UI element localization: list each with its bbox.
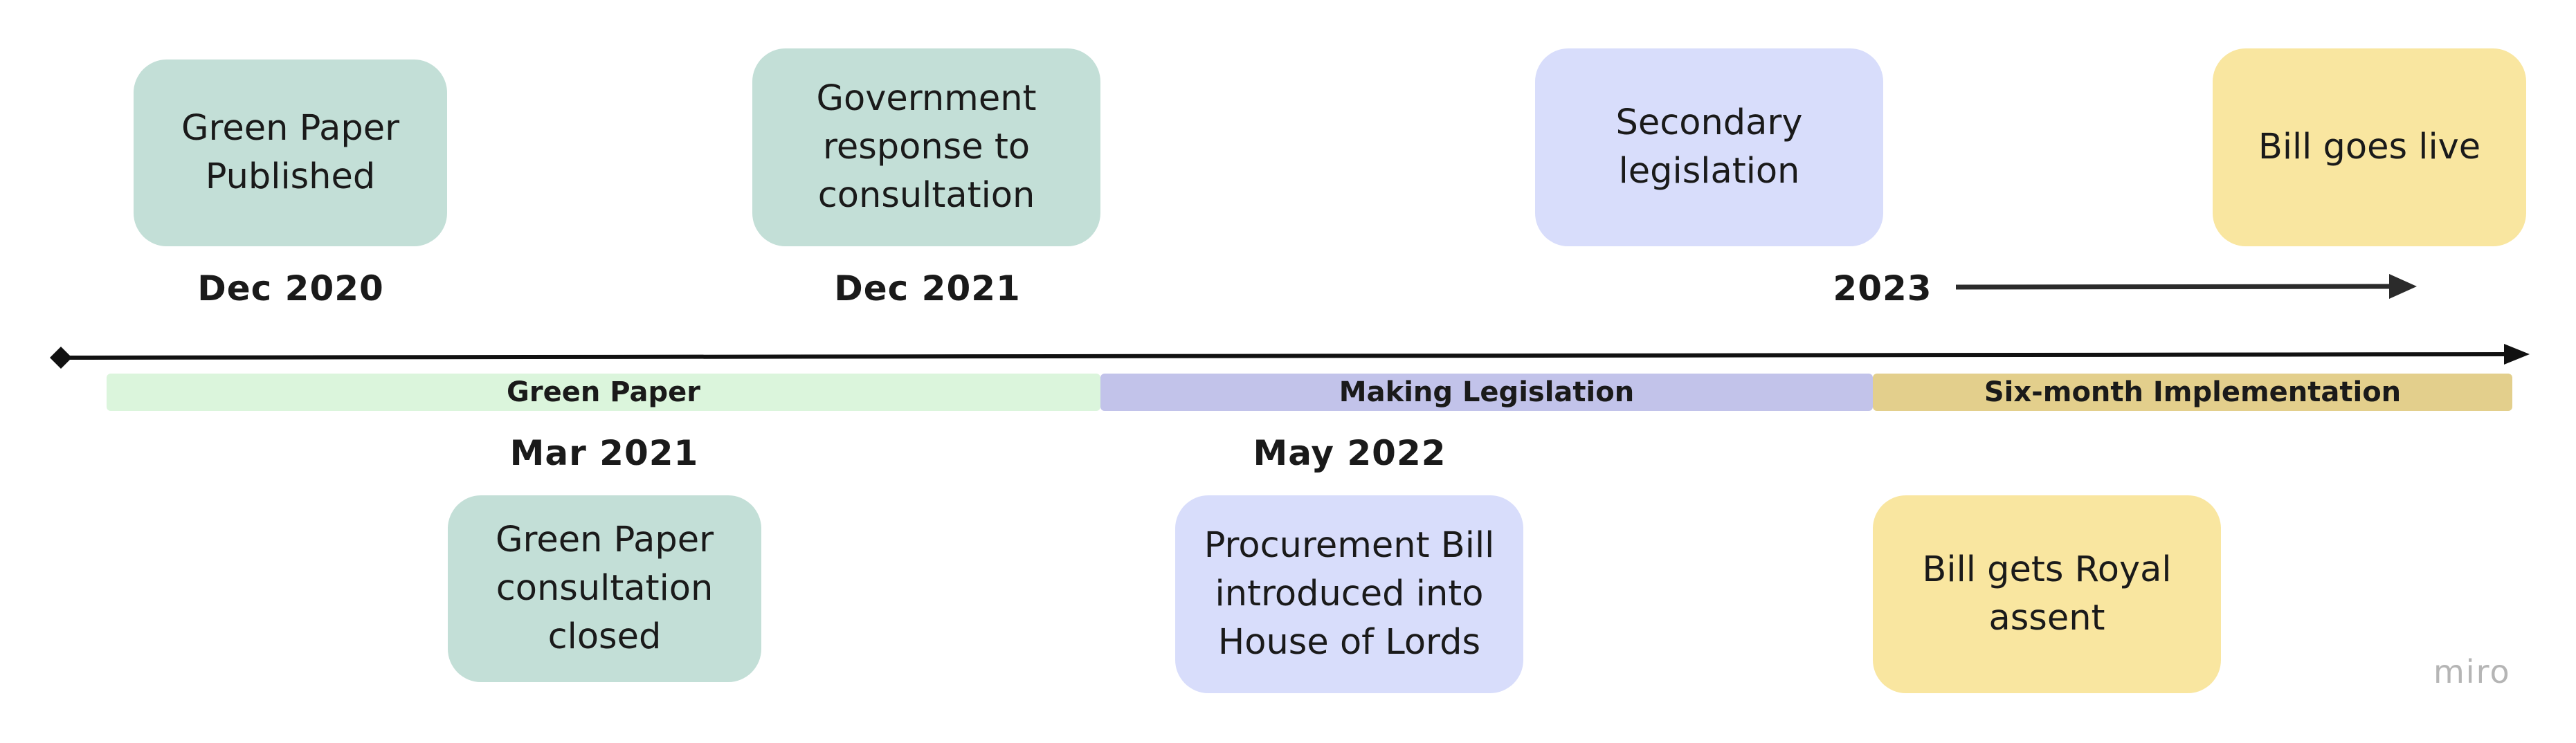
phase-six-month-implementation: Six-month Implementation bbox=[1873, 374, 2512, 411]
arrow-2023-to-live bbox=[1955, 284, 2397, 290]
card-government-response: Government response to consultation bbox=[752, 48, 1100, 246]
card-procurement-bill-introduced: Procurement Bill introduced into House o… bbox=[1175, 495, 1523, 693]
phase-green-paper: Green Paper bbox=[107, 374, 1100, 411]
date-2023: 2023 bbox=[1833, 268, 1932, 309]
date-mar-2021: Mar 2021 bbox=[509, 433, 699, 473]
timeline-axis bbox=[60, 352, 2510, 360]
date-may-2022: May 2022 bbox=[1253, 433, 1446, 473]
axis-end-arrowhead bbox=[2504, 344, 2530, 365]
date-dec-2021: Dec 2021 bbox=[834, 268, 1021, 309]
card-secondary-legislation: Secondary legislation bbox=[1535, 48, 1883, 246]
card-green-paper-published: Green Paper Published bbox=[134, 59, 447, 246]
arrow-2023-arrowhead bbox=[2389, 274, 2417, 299]
card-consultation-closed: Green Paper consultation closed bbox=[448, 495, 761, 682]
phase-making-legislation: Making Legislation bbox=[1100, 374, 1873, 411]
miro-watermark: miro bbox=[2433, 653, 2511, 690]
card-royal-assent: Bill gets Royal assent bbox=[1873, 495, 2221, 693]
card-bill-goes-live: Bill goes live bbox=[2213, 48, 2526, 246]
axis-start-diamond bbox=[50, 347, 72, 369]
date-dec-2020: Dec 2020 bbox=[197, 268, 384, 309]
